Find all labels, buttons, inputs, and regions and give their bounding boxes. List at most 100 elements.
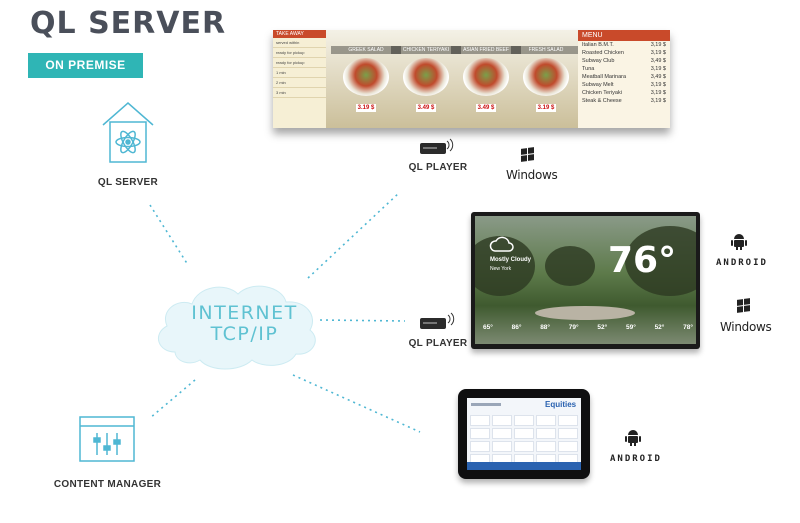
menu-item-name: Meatball Marinara <box>582 74 627 80</box>
tablet-link <box>292 374 421 433</box>
equity-cell <box>492 441 512 452</box>
tree-image <box>475 236 535 296</box>
menu-item: Meatball Marinara 3,49 $ <box>578 73 670 81</box>
equity-cell <box>558 415 578 426</box>
weather-forecast: 65° 86° 88° 79° 52° 59° 52° 78° <box>483 324 693 331</box>
menu-item-name: Subway Melt <box>582 82 614 88</box>
take-away-row: ready for pickup <box>273 48 326 58</box>
menu-item-price: 3,19 $ <box>650 98 666 104</box>
equity-cell <box>514 428 534 439</box>
dish-price: 3.49 $ <box>415 104 437 112</box>
take-away-row: 3 min <box>273 88 326 98</box>
dish-plate-image <box>343 58 389 96</box>
menu-item-price: 3,49 $ <box>650 74 666 80</box>
menu-item-name: Roasted Chicken <box>582 50 624 56</box>
page-title: QL SERVER <box>30 6 227 41</box>
wifi-icon <box>446 138 455 326</box>
menu-list-panel: MENU Italian B.M.T. 3,19 $ Roasted Chicke… <box>578 30 670 128</box>
menu-item-price: 3,19 $ <box>650 66 666 72</box>
player-device-icon <box>420 143 446 154</box>
dish-card: GREEK SALAD 3.19 $ <box>331 46 401 114</box>
forecast-temp: 52° <box>654 324 665 331</box>
menu-header: MENU <box>578 30 670 41</box>
internet-cloud-label: INTERNET TCP/IP <box>172 303 317 345</box>
take-away-row: 1 min <box>273 68 326 78</box>
dish-price: 3.19 $ <box>355 104 377 112</box>
dish-plate-image <box>403 58 449 96</box>
tablet-title: Equities <box>545 400 577 409</box>
content-manager-icon <box>79 416 135 462</box>
menu-item-price: 3,19 $ <box>650 82 666 88</box>
take-away-header: TAKE AWAY <box>273 30 326 38</box>
tablet-header-bar <box>471 403 501 406</box>
menu-item-name: Tuna <box>582 66 595 72</box>
equity-cell <box>470 415 490 426</box>
menu-item-price: 3,49 $ <box>650 58 666 64</box>
internet-cloud-icon <box>157 285 316 370</box>
equities-grid <box>470 415 578 465</box>
take-away-row: ready for pickup <box>273 58 326 68</box>
dish-card: CHICKEN TERIYAKI 3.49 $ <box>391 46 461 114</box>
windows-logo-icon <box>521 147 534 162</box>
dish-plate-image <box>463 58 509 96</box>
forecast-temp: 52° <box>597 324 608 331</box>
dish-name: CHICKEN TERIYAKI <box>391 46 461 54</box>
tree-image <box>625 226 696 296</box>
equity-cell <box>492 415 512 426</box>
take-away-panel: TAKE AWAY served within ready for pickup… <box>273 30 326 128</box>
weather-city: New York <box>490 266 512 272</box>
weather-condition: Mostly Cloudy <box>490 257 532 263</box>
menu-item-name: Italian B.M.T. <box>582 42 614 48</box>
menu-item: Subway Melt 3,19 $ <box>578 81 670 89</box>
menu-item-name: Subway Club <box>582 58 615 64</box>
ql-server-label: QL SERVER <box>97 177 159 188</box>
forecast-temp: 88° <box>540 324 551 331</box>
on-premise-badge: ON PREMISE <box>28 53 143 78</box>
equity-cell <box>536 415 556 426</box>
equity-cell <box>536 441 556 452</box>
ql-player-label-1: QL PLAYER <box>408 162 468 173</box>
menu-item-price: 3,19 $ <box>650 42 666 48</box>
forecast-temp: 59° <box>625 324 636 331</box>
dish-name: FRESH SALAD <box>511 46 581 54</box>
menu-item-price: 3,19 $ <box>650 50 666 56</box>
android-logo-icon <box>731 234 747 250</box>
ql-player-label-2: QL PLAYER <box>408 338 468 349</box>
equity-cell <box>558 428 578 439</box>
dish-name: ASIAN FRIED BEEF <box>451 46 521 54</box>
android-label: ANDROID <box>610 454 662 464</box>
menu-item: Italian B.M.T. 3,19 $ <box>578 41 670 49</box>
menu-item: Tuna 3,19 $ <box>578 65 670 73</box>
windows-label: Windows <box>720 320 772 334</box>
player1-link <box>307 191 401 279</box>
player2-link <box>319 319 406 322</box>
cloud-weather-icon <box>489 236 514 252</box>
dish-card: ASIAN FRIED BEEF 3.49 $ <box>451 46 521 114</box>
android-logo-icon <box>625 430 641 446</box>
dish-plate-image <box>523 58 569 96</box>
forecast-temp: 65° <box>483 324 493 331</box>
dish-name: GREEK SALAD <box>331 46 401 54</box>
server-house-icon <box>102 102 154 163</box>
windows-logo-icon <box>737 298 750 313</box>
menu-item-name: Chicken Teriyaki <box>582 90 622 96</box>
windows-label: Windows <box>506 168 558 182</box>
tablet-display: Equities <box>458 389 590 479</box>
equity-cell <box>492 428 512 439</box>
content-manager-link <box>149 379 196 419</box>
cloud-line-internet: INTERNET <box>191 302 298 324</box>
equity-cell <box>558 441 578 452</box>
android-label: ANDROID <box>716 258 768 268</box>
equity-cell <box>514 441 534 452</box>
forecast-temp: 78° <box>683 324 693 331</box>
dish-card: FRESH SALAD 3.19 $ <box>511 46 581 114</box>
tree-image <box>545 246 595 286</box>
tablet-screen: Equities <box>467 398 581 470</box>
cloud-line-tcpip: TCP/IP <box>210 323 279 345</box>
equity-cell <box>470 441 490 452</box>
equity-cell <box>470 428 490 439</box>
player-device-icon <box>420 318 446 329</box>
menu-item: Roasted Chicken 3,19 $ <box>578 49 670 57</box>
